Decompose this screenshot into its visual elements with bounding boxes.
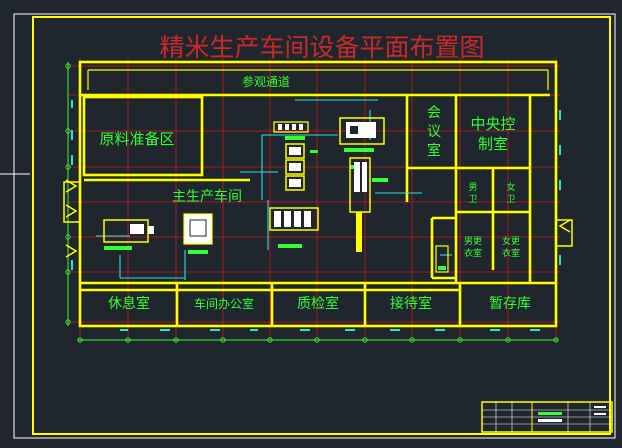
title-block [481, 401, 613, 433]
label-raw-material: 原料准备区 [99, 130, 174, 148]
label-control-2: 制室 [478, 135, 508, 153]
label-main-workshop: 主生产车间 [172, 188, 242, 205]
label-corridor: 参观通道 [242, 74, 290, 89]
wall-dash-marks [71, 100, 561, 331]
label-men-wc-1: 男 [468, 182, 477, 193]
label-men-wc-2: 卫 [468, 195, 477, 205]
label-women-locker-2: 衣室 [502, 247, 520, 259]
sheet-border [13, 13, 616, 439]
label-men-locker-1: 男更 [464, 236, 482, 247]
label-control-1: 中央控 [470, 115, 515, 133]
pipe-lines [96, 99, 452, 280]
label-storage: 暂存库 [489, 296, 531, 312]
equipment-packer [339, 117, 385, 169]
equipment-grader-row [269, 207, 319, 248]
equipment-storage-rack [435, 245, 449, 273]
label-workshop-office: 车间办公室 [194, 296, 254, 311]
drawing-frame [32, 16, 611, 435]
label-meeting-1: 会 [427, 105, 441, 121]
label-women-locker-1: 女更 [502, 235, 520, 247]
equipment-husker [183, 213, 213, 254]
equipment-conveyor-top [273, 121, 309, 133]
equipment-elevator [349, 157, 388, 252]
corridor-inner-walls [87, 69, 549, 90]
dimension-line-left [65, 62, 71, 326]
label-women-wc-1: 女 [506, 181, 515, 193]
equipment-feeder [103, 219, 154, 250]
label-women-wc-2: 卫 [506, 195, 515, 205]
drawing-title: 精米生产车间设备平面布置图 [159, 33, 484, 62]
label-lounge: 休息室 [108, 295, 150, 312]
label-reception: 接待室 [390, 295, 432, 312]
dimension-line-bottom [77, 337, 559, 343]
label-men-locker-2: 衣室 [464, 247, 482, 259]
label-meeting-2: 议 [427, 124, 441, 140]
equipment-polisher-bank [285, 136, 318, 191]
label-qc: 质检室 [297, 295, 339, 312]
label-meeting-3: 室 [427, 142, 441, 159]
building-walls [78, 60, 558, 328]
door-openings [63, 179, 573, 258]
